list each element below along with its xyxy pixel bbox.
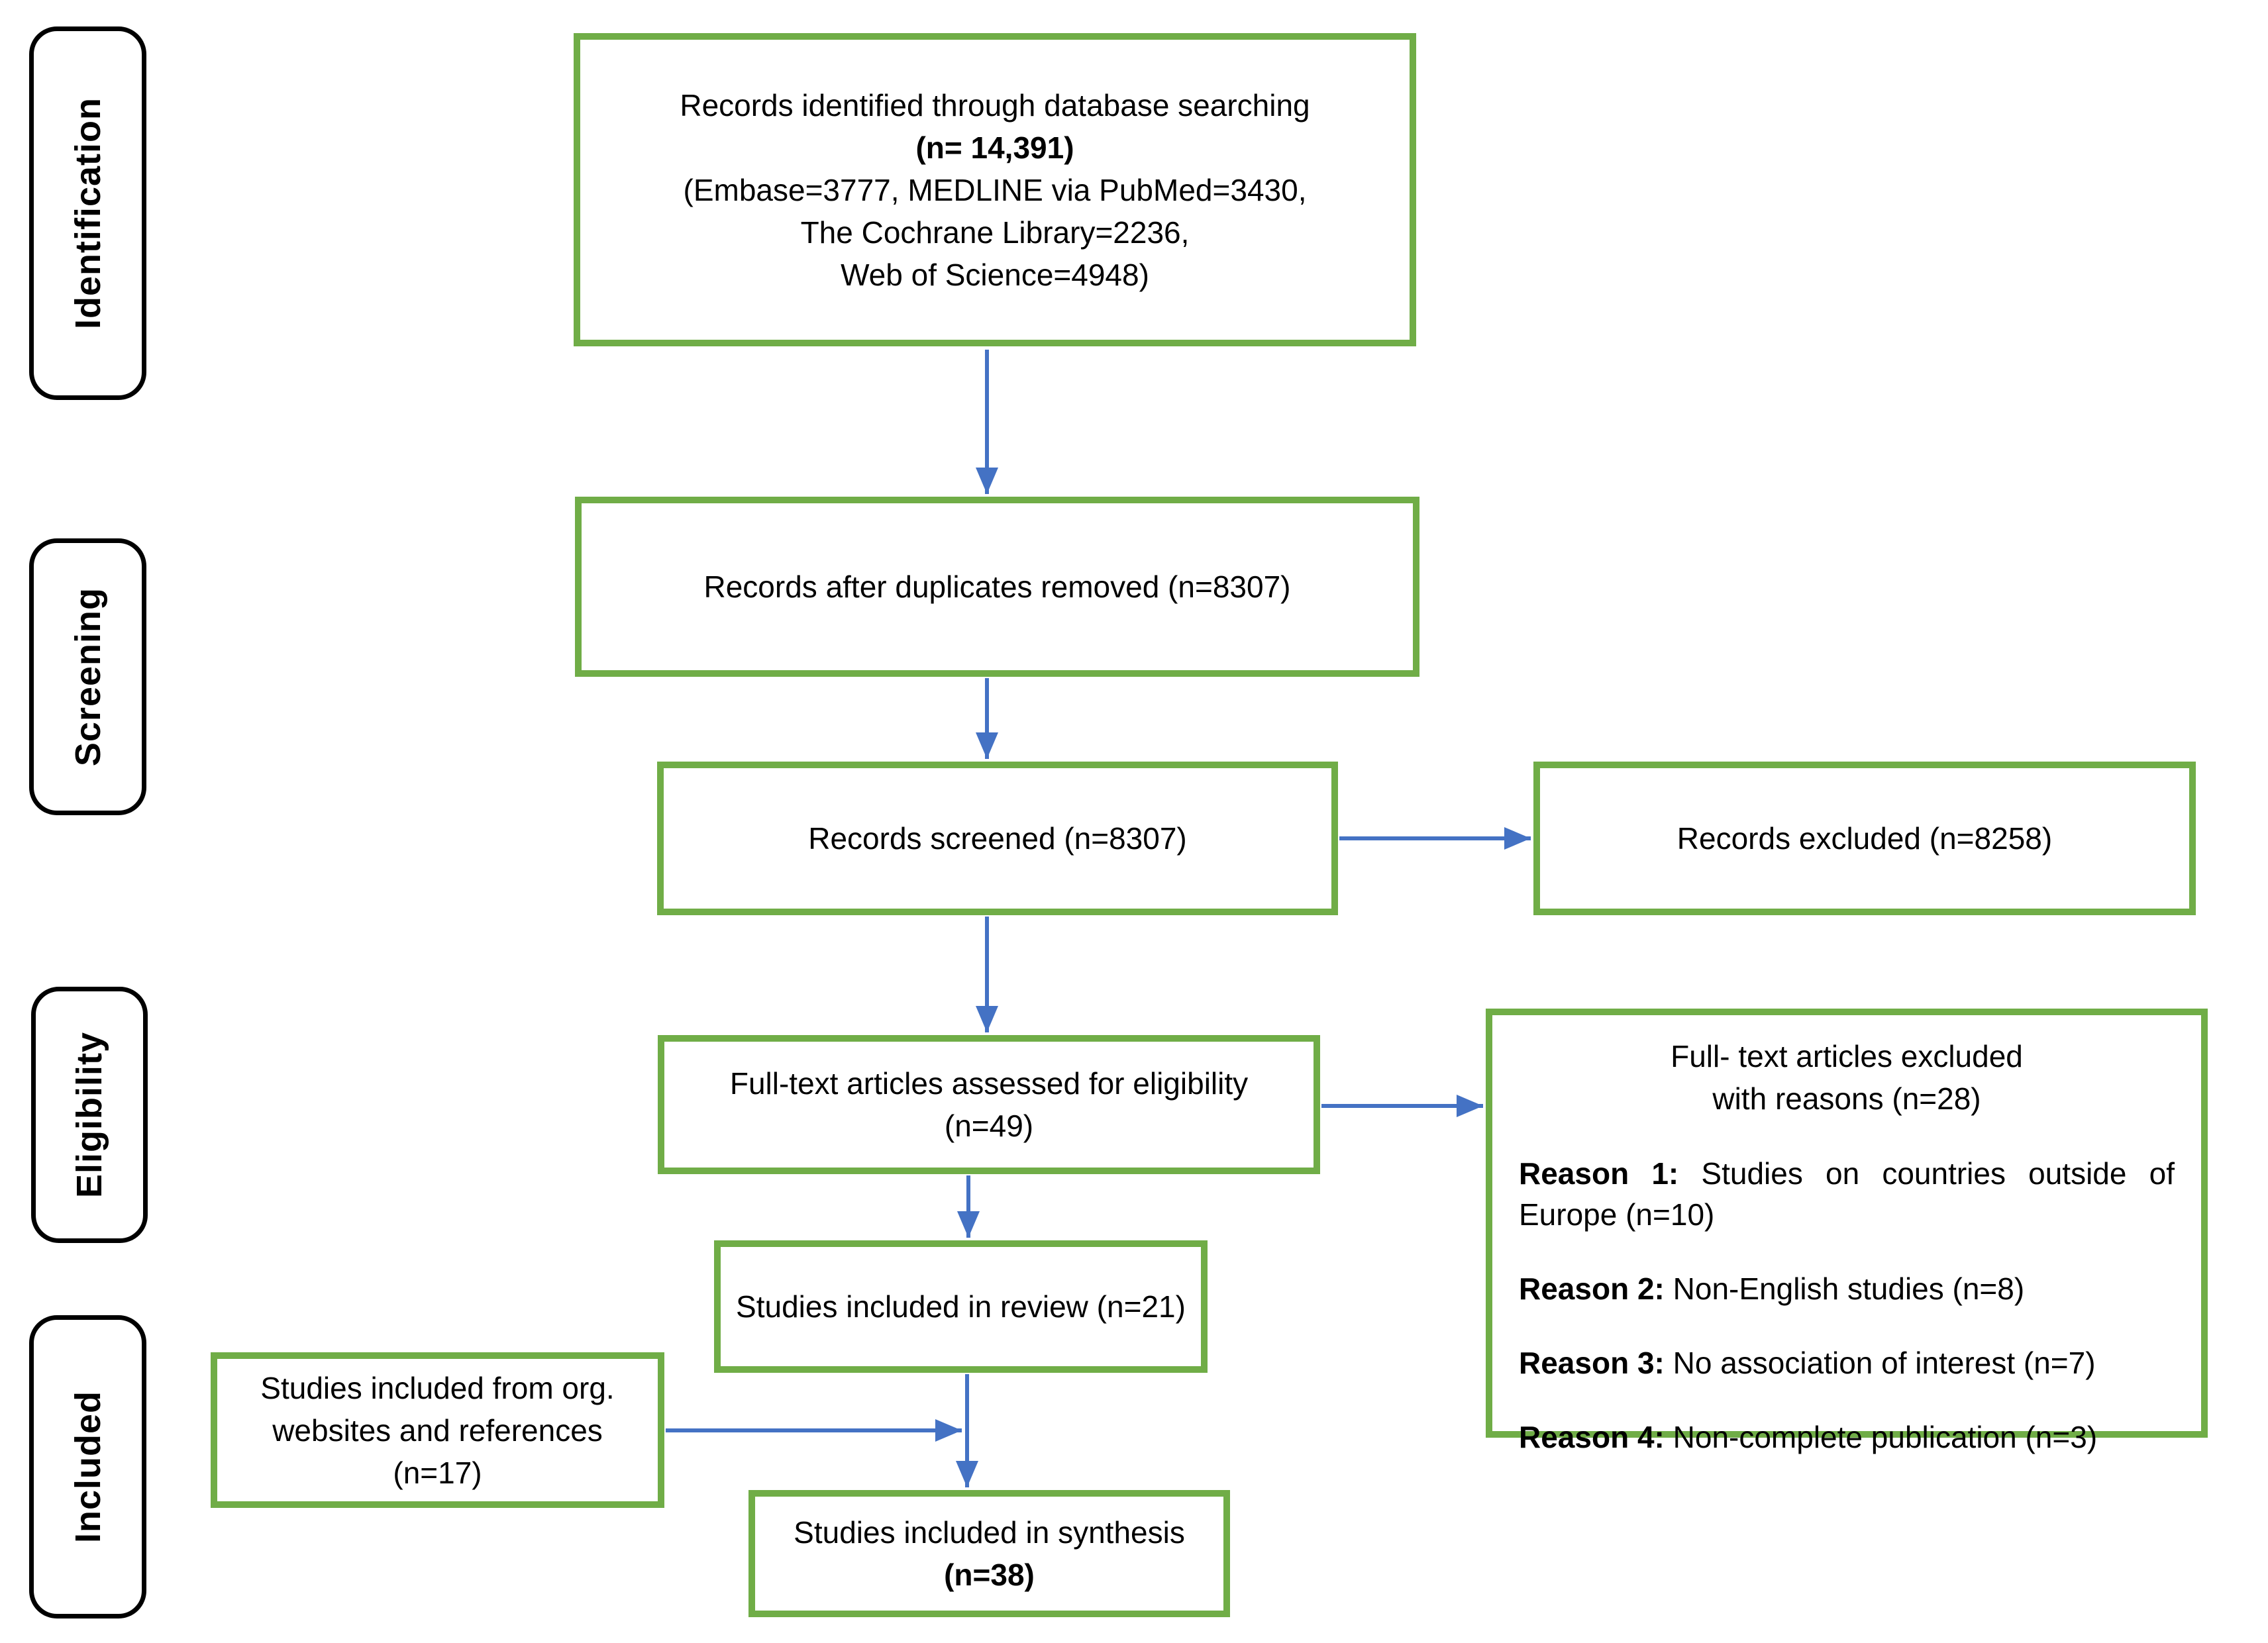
- reasons-title-line2: with reasons (n=28): [1712, 1081, 1981, 1116]
- stage-label-identification-text: Identification: [68, 97, 108, 329]
- box-included-review: Studies included in review (n=21): [714, 1240, 1208, 1373]
- reason-2-label: Reason 2:: [1519, 1271, 1665, 1306]
- stage-label-eligibility: Eligibility: [31, 987, 148, 1243]
- box-records-screened: Records screened (n=8307): [657, 762, 1338, 915]
- stage-label-identification: Identification: [29, 26, 146, 400]
- box-duplicates-removed: Records after duplicates removed (n=8307…: [575, 497, 1419, 677]
- reason-item-1: Reason 1: Studies on countries outside o…: [1519, 1153, 2175, 1235]
- reasons-title-line1: Full- text articles excluded: [1671, 1039, 2023, 1073]
- records-excluded-text: Records excluded (n=8258): [1676, 821, 2053, 856]
- reason-item-2: Reason 2: Non-English studies (n=8): [1519, 1268, 2175, 1309]
- duplicates-removed-text: Records after duplicates removed (n=8307…: [703, 570, 1291, 604]
- box-records-identified: Records identified through database sear…: [574, 33, 1416, 346]
- reason-item-4: Reason 4: Non-complete publication (n=3): [1519, 1417, 2175, 1458]
- records-identified-count: (n= 14,391): [915, 130, 1074, 165]
- stage-label-screening: Screening: [29, 538, 146, 815]
- records-identified-line3: (Embase=3777, MEDLINE via PubMed=3430,: [683, 172, 1307, 207]
- stage-label-included-text: Included: [68, 1390, 108, 1543]
- records-screened-text: Records screened (n=8307): [808, 821, 1187, 856]
- fulltext-assessed-line1: Full-text articles assessed for eligibil…: [729, 1066, 1249, 1101]
- stage-label-eligibility-text: Eligibility: [70, 1031, 109, 1199]
- reason-4-label: Reason 4:: [1519, 1420, 1665, 1454]
- org-websites-count: (n=17): [393, 1455, 482, 1490]
- box-included-synthesis: Studies included in synthesis (n=38): [748, 1490, 1230, 1617]
- stage-label-included: Included: [29, 1315, 146, 1618]
- box-org-websites: Studies included from org. websites and …: [211, 1352, 664, 1508]
- reason-item-3: Reason 3: No association of interest (n=…: [1519, 1342, 2175, 1383]
- box-fulltext-excluded-reasons: Full- text articles excluded with reason…: [1486, 1009, 2208, 1454]
- reason-2-text: Non-English studies (n=8): [1664, 1271, 2025, 1306]
- box-fulltext-assessed: Full-text articles assessed for eligibil…: [658, 1035, 1320, 1174]
- box-records-excluded: Records excluded (n=8258): [1533, 762, 2196, 915]
- reason-4-text: Non-complete publication (n=3): [1664, 1420, 2098, 1454]
- reason-1-text: Studies on countries outside of Europe (…: [1519, 1156, 2175, 1232]
- fulltext-assessed-count: (n=49): [944, 1109, 1034, 1143]
- records-identified-line5: Web of Science=4948): [841, 257, 1149, 292]
- org-websites-line2: websites and references: [272, 1413, 603, 1448]
- included-review-text: Studies included in review (n=21): [736, 1289, 1186, 1324]
- records-identified-line4: The Cochrane Library=2236,: [800, 215, 1190, 250]
- org-websites-line1: Studies included from org.: [260, 1370, 615, 1405]
- records-identified-line1: Records identified through database sear…: [680, 87, 1310, 123]
- included-synthesis-line1: Studies included in synthesis: [794, 1515, 1185, 1550]
- reason-3-text: No association of interest (n=7): [1664, 1346, 2096, 1380]
- reason-3-label: Reason 3:: [1519, 1346, 1665, 1380]
- included-synthesis-count: (n=38): [944, 1558, 1035, 1592]
- reason-1-label: Reason 1:: [1519, 1156, 1679, 1191]
- stage-label-screening-text: Screening: [68, 587, 108, 767]
